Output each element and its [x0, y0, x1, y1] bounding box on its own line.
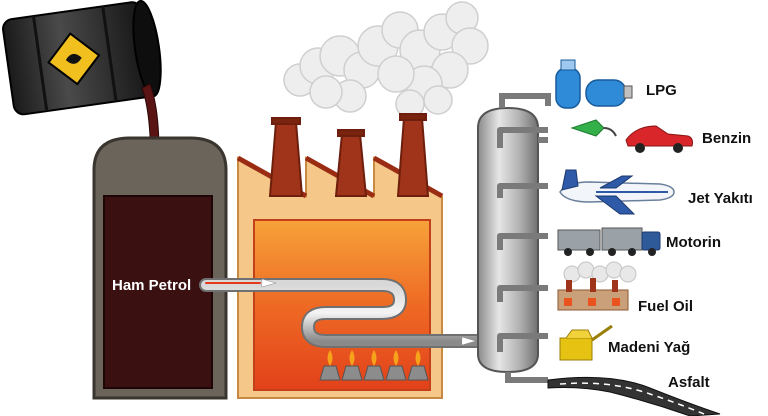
product-label-lpg: LPG	[646, 82, 677, 99]
product-label-diesel: Motorin	[666, 234, 721, 251]
distillation-column	[477, 93, 551, 383]
chimneys	[268, 113, 430, 197]
airplane-icon	[559, 169, 675, 215]
product-label-lubricant: Madeni Yağ	[608, 339, 691, 356]
fuel-pump-car-icon	[570, 119, 693, 153]
oil-can-icon	[559, 324, 613, 361]
oil-barrel-icon	[2, 0, 162, 116]
factory-icon	[557, 261, 637, 311]
product-label-jet-fuel: Jet Yakıtı	[688, 190, 753, 207]
truck-icon	[557, 227, 661, 256]
product-label-gasoline: Benzin	[702, 130, 752, 147]
smoke-cloud	[283, 1, 489, 119]
crude-oil-label: Ham Petrol	[112, 277, 192, 294]
burner-flames	[319, 350, 429, 381]
gas-cylinder-icon	[555, 59, 633, 109]
product-label-fuel-oil: Fuel Oil	[638, 298, 694, 315]
side-draw-pipes	[497, 127, 548, 352]
heating-coil-pipe	[199, 278, 483, 348]
road-icon	[547, 376, 721, 416]
crude-tank	[92, 136, 228, 400]
product-label-asphalt: Asfalt	[668, 374, 710, 391]
